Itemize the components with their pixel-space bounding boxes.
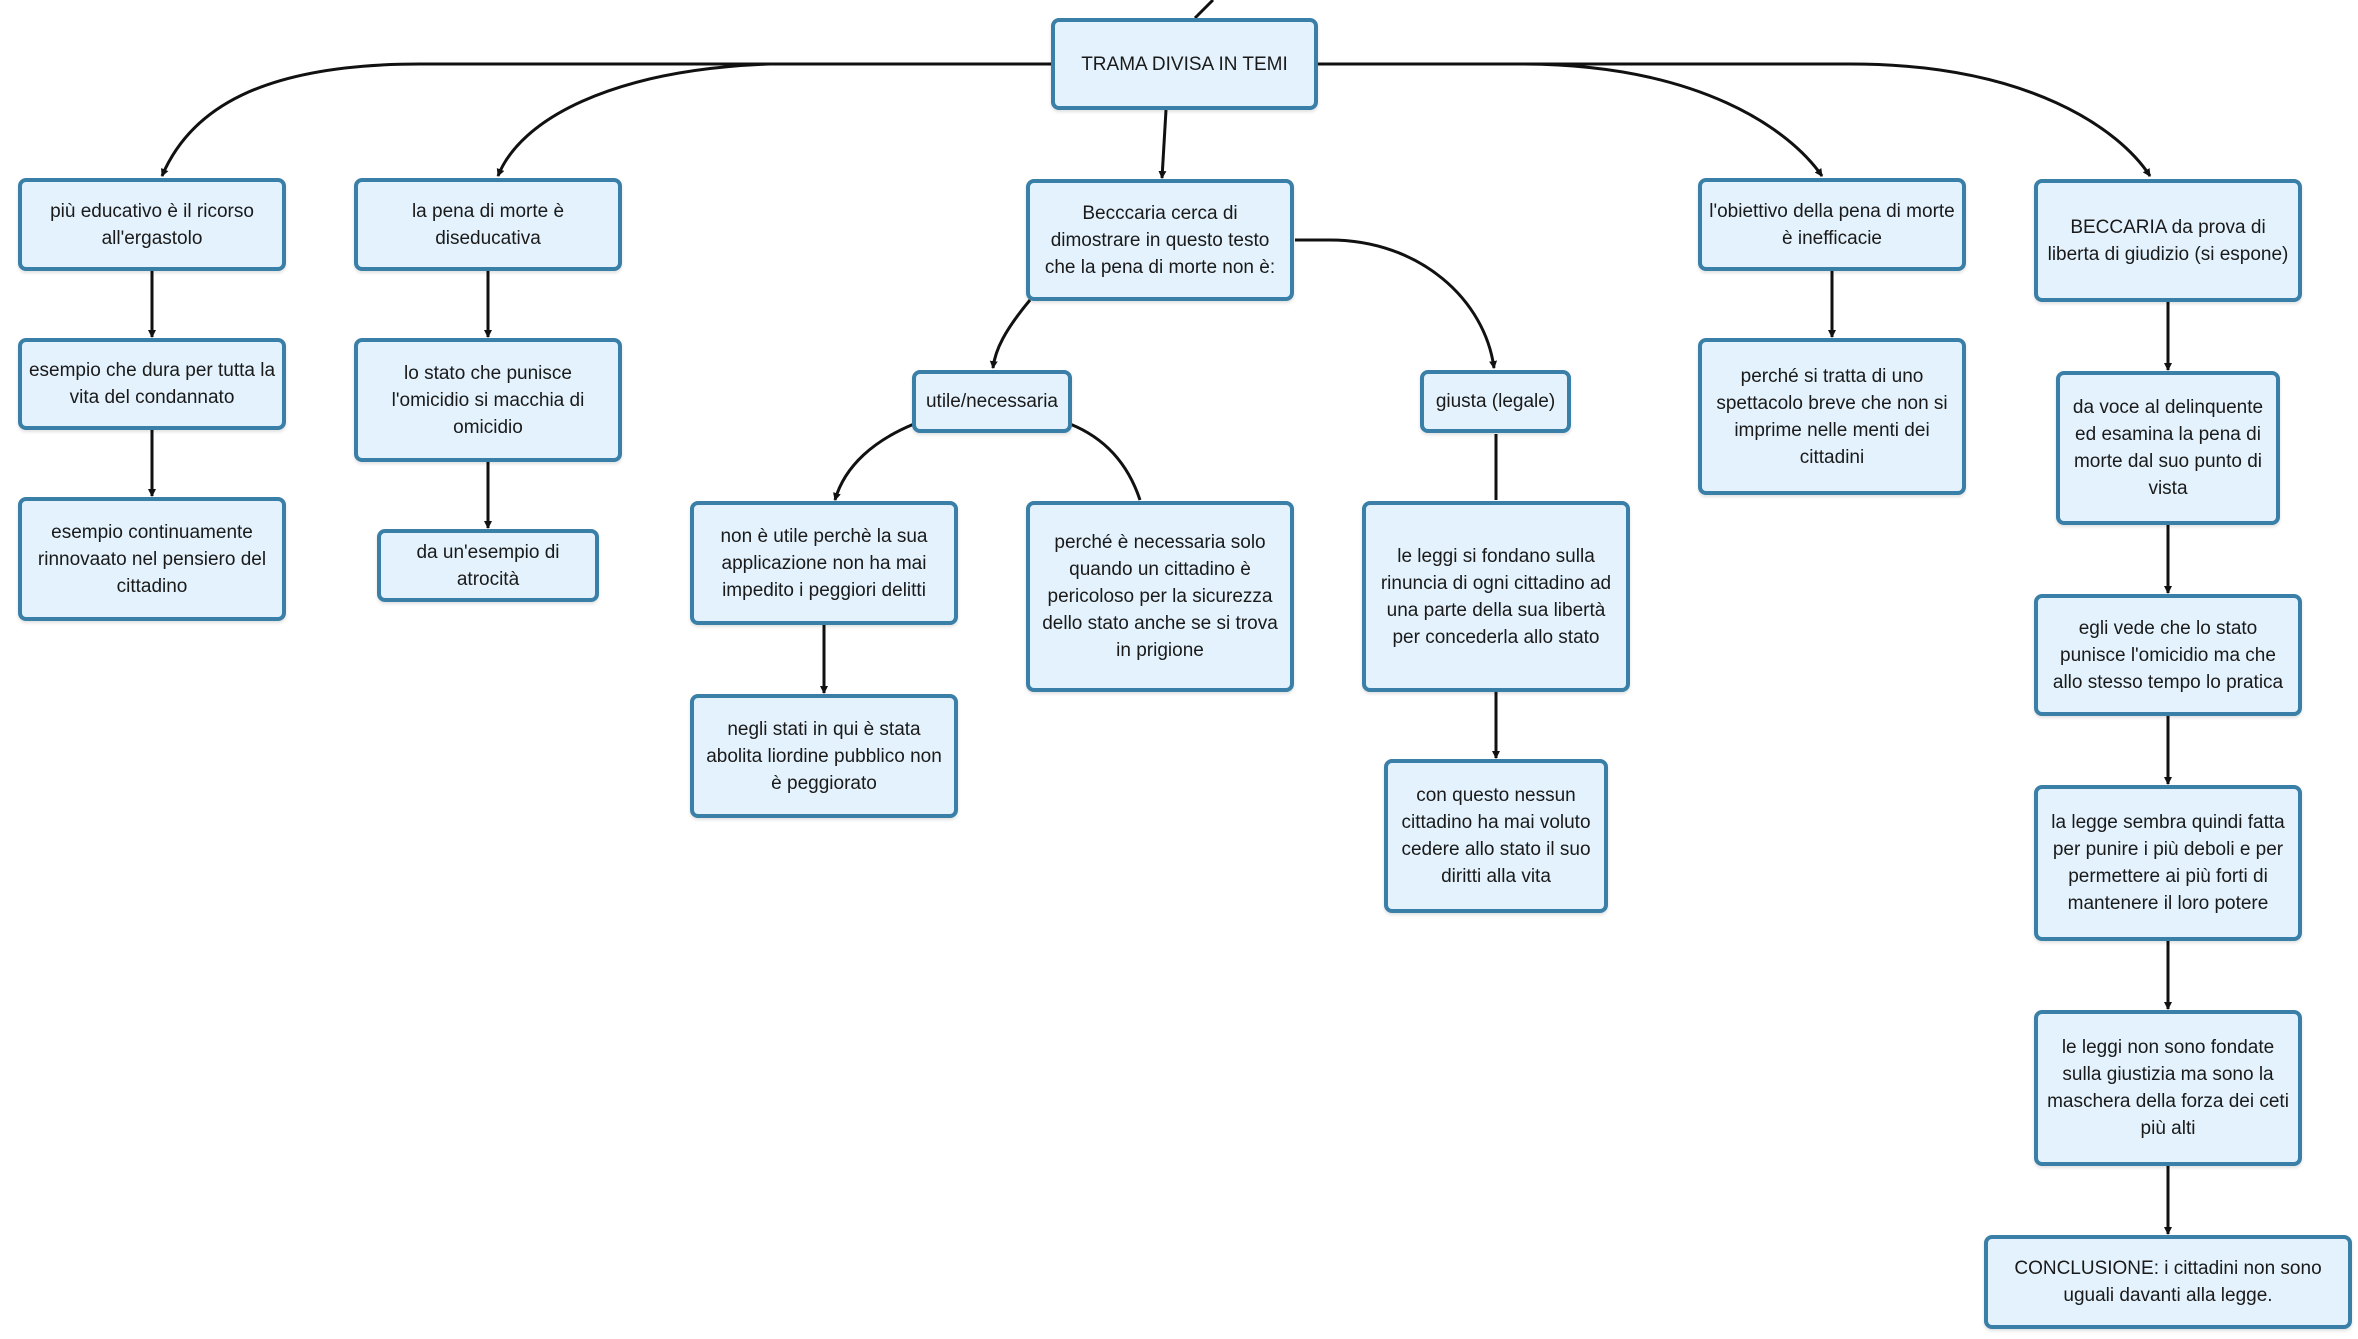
node-label: le leggi non sono fondate sulla giustizi… xyxy=(2047,1037,2289,1139)
connector-utile-necessaria-solo xyxy=(1069,422,1142,501)
connector-root-obiettivo xyxy=(1318,62,1824,177)
node-piu-educativo[interactable]: più educativo è il ricorso all'ergastolo xyxy=(18,178,286,271)
node-giusta-legale[interactable]: giusta (legale) xyxy=(1420,370,1571,433)
connector-root-educativo xyxy=(160,62,1051,177)
node-stati-abolita[interactable]: negli stati in qui è stata abolita liord… xyxy=(690,694,958,818)
node-stato-omicidio[interactable]: lo stato che punisce l'omicidio si macch… xyxy=(354,338,622,462)
node-leggi-rinuncia[interactable]: le leggi si fondano sulla rinuncia di og… xyxy=(1362,501,1630,692)
node-nessun-cittadino[interactable]: con questo nessun cittadino ha mai volut… xyxy=(1384,759,1608,913)
node-leggi-non-fondate[interactable]: le leggi non sono fondate sulla giustizi… xyxy=(2034,1010,2302,1166)
node-label: giusta (legale) xyxy=(1435,391,1556,412)
node-label: TRAMA DIVISA IN TEMI xyxy=(1081,53,1288,75)
node-label: negli stati in qui è stata abolita liord… xyxy=(706,718,942,794)
connector-beccaria-utile xyxy=(989,299,1032,369)
node-necessaria-solo[interactable]: perché è necessaria solo quando un citta… xyxy=(1026,501,1294,692)
connector-beccaria-giusta xyxy=(1295,238,1498,369)
node-label: BECCARIA da prova di liberta di giudizio… xyxy=(2047,216,2289,265)
node-label: da un'esempio di atrocità xyxy=(416,541,560,590)
node-label: la pena di morte è diseducativa xyxy=(411,200,565,249)
node-obiettivo[interactable]: l'obiettivo della pena di morte è ineffi… xyxy=(1698,178,1966,271)
node-label: l'obiettivo della pena di morte è ineffi… xyxy=(1709,200,1955,249)
node-egli-vede[interactable]: egli vede che lo stato punisce l'omicidi… xyxy=(2034,594,2302,716)
node-atrocita[interactable]: da un'esempio di atrocità xyxy=(377,529,599,602)
node-label: lo stato che punisce l'omicidio si macch… xyxy=(391,362,585,438)
node-label: più educativo è il ricorso all'ergastolo xyxy=(50,200,254,249)
node-beccaria-prova[interactable]: BECCARIA da prova di liberta di giudizio… xyxy=(2034,179,2302,302)
node-legge-sembra[interactable]: la legge sembra quindi fatta per punire … xyxy=(2034,785,2302,941)
node-label: CONCLUSIONE: i cittadini non sono uguali… xyxy=(2014,1258,2322,1306)
node-label: perché è necessaria solo quando un citta… xyxy=(1042,532,1278,661)
node-label: le leggi si fondano sulla rinuncia di og… xyxy=(1380,545,1612,648)
connector-top-incoming xyxy=(1193,0,1215,20)
node-label: Becccaria cerca di dimostrare in questo … xyxy=(1044,202,1276,278)
node-label: esempio che dura per tutta la vita del c… xyxy=(28,360,276,408)
connector-root-beccaria-dimostrare xyxy=(1158,109,1168,179)
node-spettacolo[interactable]: perché si tratta di uno spettacolo breve… xyxy=(1698,338,1966,495)
node-label: la legge sembra quindi fatta per punire … xyxy=(2051,812,2285,914)
node-beccaria-dimostrare[interactable]: Becccaria cerca di dimostrare in questo … xyxy=(1026,179,1294,301)
connector-utile-non-utile xyxy=(833,422,915,501)
node-label: da voce al delinquente ed esamina la pen… xyxy=(2072,397,2264,499)
node-label: non è utile perchè la sua applicazione n… xyxy=(720,525,928,601)
node-esempio-vita[interactable]: esempio che dura per tutta la vita del c… xyxy=(18,338,286,430)
node-diseducativa[interactable]: la pena di morte è diseducativa xyxy=(354,178,622,271)
node-label: con questo nessun cittadino ha mai volut… xyxy=(1401,785,1591,887)
node-utile-necessaria[interactable]: utile/necessaria xyxy=(912,370,1072,433)
node-trama-divisa-in-temi[interactable]: TRAMA DIVISA IN TEMI xyxy=(1051,18,1318,110)
node-esempio-rinnovato[interactable]: esempio continuamente rinnovaato nel pen… xyxy=(18,497,286,621)
node-da-voce[interactable]: da voce al delinquente ed esamina la pen… xyxy=(2056,371,2280,525)
node-label: perché si tratta di uno spettacolo breve… xyxy=(1716,365,1948,468)
connector-root-diseducativa xyxy=(496,62,1051,177)
connector-root-beccaria-prova xyxy=(1318,62,2152,177)
node-label: egli vede che lo stato punisce l'omicidi… xyxy=(2052,617,2284,693)
node-non-utile[interactable]: non è utile perchè la sua applicazione n… xyxy=(690,501,958,625)
node-conclusione[interactable]: CONCLUSIONE: i cittadini non sono uguali… xyxy=(1984,1235,2352,1329)
node-label: utile/necessaria xyxy=(925,391,1059,412)
node-label: esempio continuamente rinnovaato nel pen… xyxy=(37,521,267,597)
